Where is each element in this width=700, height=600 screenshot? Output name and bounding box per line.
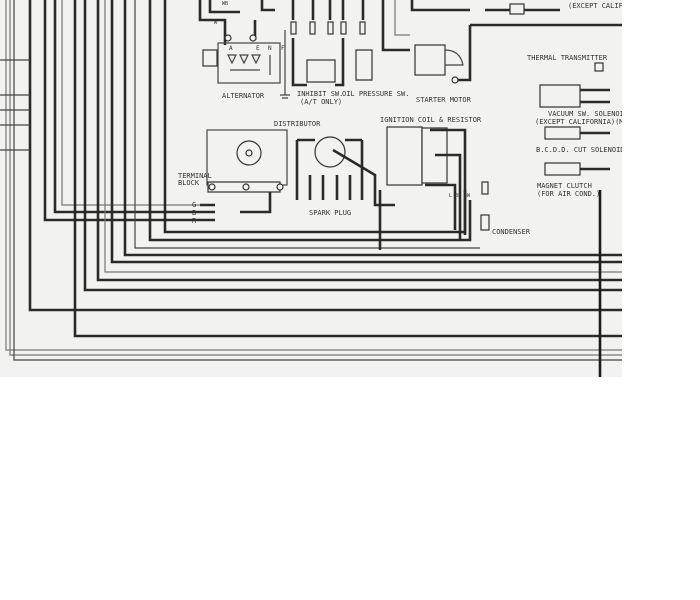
label-inhibit-sw: INHIBIT SW.: [297, 90, 343, 98]
wire-code-w: W: [214, 20, 218, 26]
wiring-diagram: (EXCEPT CALIFOR ALTERNATOR INHIBIT SW. (…: [0, 0, 633, 377]
distributor-symbol: [206, 129, 395, 207]
alternator-terminal-n: N: [268, 45, 272, 52]
label-ignition-coil: IGNITION COIL & RESISTOR: [380, 116, 482, 124]
label-spark-plug: SPARK PLUG: [309, 209, 351, 217]
wire-code-wb: WB: [222, 1, 228, 7]
alternator-symbol: [202, 30, 290, 99]
wire-code-coil: L BL BW: [449, 193, 471, 199]
label-vacuum-sw-note: (EXCEPT CALIFORNIA)(M/T: [535, 118, 622, 126]
wire-code-r: R: [192, 217, 197, 225]
label-magnet-clutch-note: (FOR AIR COND.): [537, 190, 600, 198]
ignition-coil-symbol: [386, 126, 490, 240]
label-except-california-top: (EXCEPT CALIFOR: [568, 2, 622, 10]
label-alternator: ALTERNATOR: [222, 92, 265, 100]
label-inhibit-sw-note: (A/T ONLY): [300, 98, 342, 106]
label-magnet-clutch: MAGNET CLUTCH: [537, 182, 592, 190]
alternator-terminal-e: E: [256, 45, 260, 52]
label-condenser: CONDENSER: [492, 228, 531, 236]
wiring-diagram-svg: (EXCEPT CALIFOR ALTERNATOR INHIBIT SW. (…: [0, 0, 633, 377]
labels: (EXCEPT CALIFOR ALTERNATOR INHIBIT SW. (…: [178, 1, 633, 236]
harness-wires: [0, 0, 622, 361]
label-thermal-transmitter: THERMAL TRANSMITTER: [527, 54, 608, 62]
solenoid-symbols: [539, 62, 610, 377]
label-oil-pressure-sw: OIL PRESSURE SW.: [342, 90, 409, 98]
alternator-terminal-f: F: [281, 45, 285, 52]
top-wires: [198, 0, 622, 82]
label-distributor: DISTRIBUTOR: [274, 120, 321, 128]
label-starter-motor: STARTER MOTOR: [416, 96, 472, 104]
starter-motor-symbol: [414, 44, 464, 84]
inhibit-switch-symbol: [290, 21, 373, 87]
alternator-terminal-a: A: [229, 45, 233, 52]
label-terminal-block-1: TERMINAL: [178, 172, 212, 180]
label-vacuum-sw-solenoid: VACUUM SW. SOLENOID: [548, 110, 622, 118]
wire-code-b: B: [192, 209, 196, 217]
wire-code-g: G: [192, 201, 196, 209]
label-bcdd-cut-solenoid: B.C.D.D. CUT SOLENOID: [536, 146, 622, 154]
label-terminal-block-2: BLOCK: [178, 179, 200, 187]
